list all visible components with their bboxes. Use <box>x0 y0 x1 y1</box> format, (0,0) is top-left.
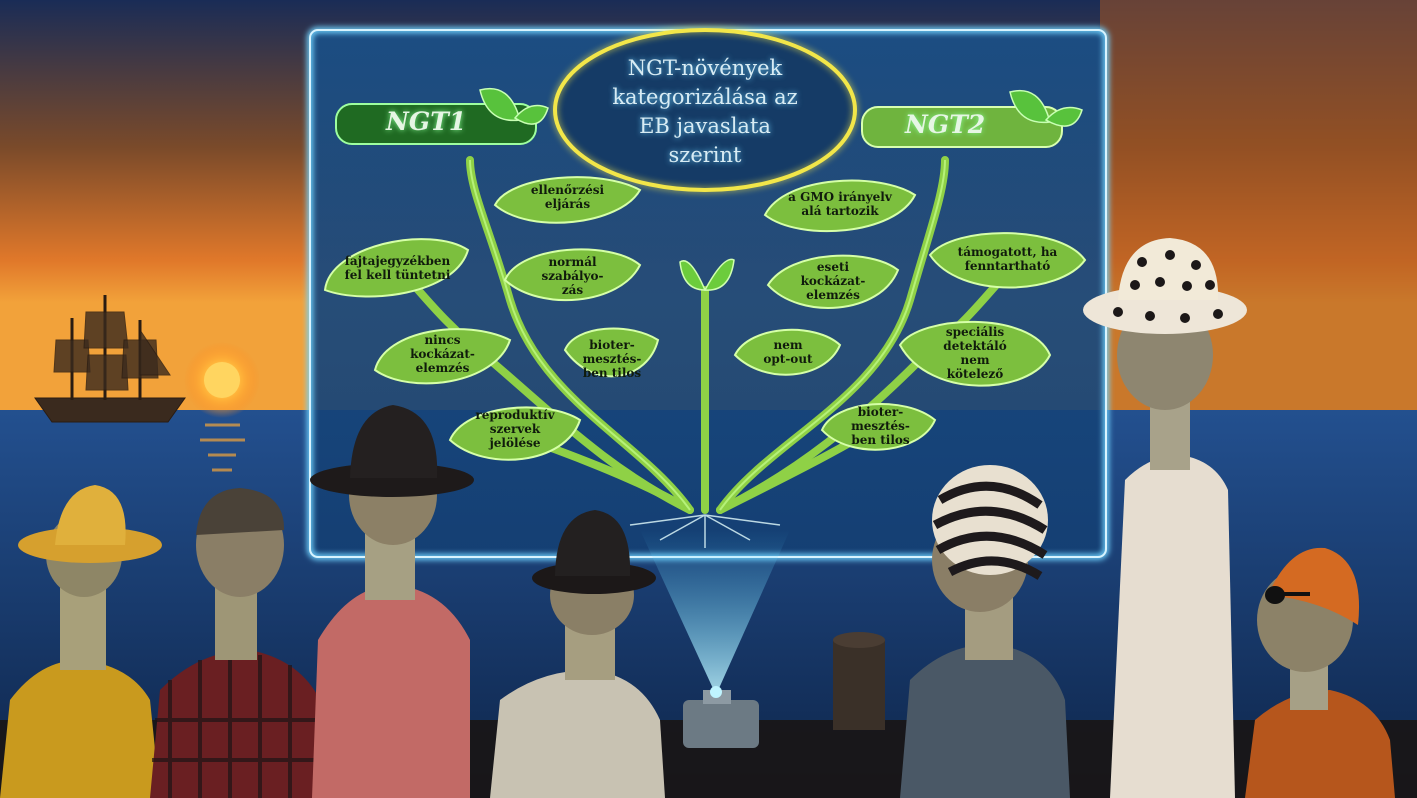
ngt2-leaf-text: speciális detektáló nem kötelező <box>943 325 1007 381</box>
ngt1-leaf-text: fajtajegyzékben fel kell tüntetni <box>344 254 451 282</box>
projector <box>683 686 759 748</box>
sprout-icon <box>679 258 735 291</box>
ngt1-leaf-1 <box>493 176 642 224</box>
person-center-black-hat <box>490 510 665 798</box>
ngt2-leaf-text: támogatott, ha fenntartható <box>957 245 1058 273</box>
ngt1-leaf-5 <box>563 327 660 378</box>
ngt2-leaf-text: bioter- mesztés- ben tilos <box>851 405 910 447</box>
person-tall-polka-dot-hat <box>1083 238 1247 798</box>
person-plaid-shirt <box>150 488 320 798</box>
projector-beam <box>640 530 790 695</box>
ngt1-leaf-3 <box>503 248 642 302</box>
ngt2-leaf-1 <box>763 179 917 233</box>
ngt1-leaf-4 <box>373 328 512 385</box>
ngt1-leaf-text: ellenőrzési eljárás <box>530 183 605 211</box>
diagram-title: NGT-növények kategorizálása az EB javasl… <box>612 56 798 167</box>
ngt2-label: NGT2 <box>905 110 986 139</box>
ngt2-leaf-2 <box>928 232 1087 289</box>
leaf-icon <box>479 87 1083 127</box>
person-orange-beanie <box>1245 547 1395 798</box>
ngt1-leaf-text: bioter- mesztés- ben tilos <box>582 338 642 380</box>
person-yellow-hat <box>0 485 162 798</box>
ngt1-leaf-text: normál szabályo- zás <box>541 255 604 297</box>
ngt1-leaf-text: reproduktív szervek jelölése <box>475 408 555 450</box>
roots <box>629 514 781 548</box>
ngt2-leaf-5 <box>898 320 1052 387</box>
person-striped-turban <box>900 465 1070 798</box>
bollard <box>833 632 885 730</box>
ngt1-label: NGT1 <box>386 107 467 136</box>
ngt2-leaf-4 <box>733 328 842 376</box>
ngt2-leaf-text: nem opt-out <box>763 338 813 366</box>
ngt1-leaf-6 <box>448 406 582 461</box>
ngt2-tag <box>861 106 1063 148</box>
ngt2-leaf-6 <box>820 403 937 451</box>
ngt2-leaf-3 <box>766 254 900 309</box>
ngt2-leaf-text: a GMO irányelv alá tartozik <box>788 190 892 218</box>
ngt1-leaf-text: nincs kockázat- elemzés <box>410 333 475 375</box>
ngt1-leaf-2 <box>323 238 470 298</box>
person-black-hat-pink-shirt <box>310 405 474 798</box>
sailing-ship <box>34 295 186 423</box>
ngt2-leaf-text: eseti kockázat- elemzés <box>800 260 866 302</box>
